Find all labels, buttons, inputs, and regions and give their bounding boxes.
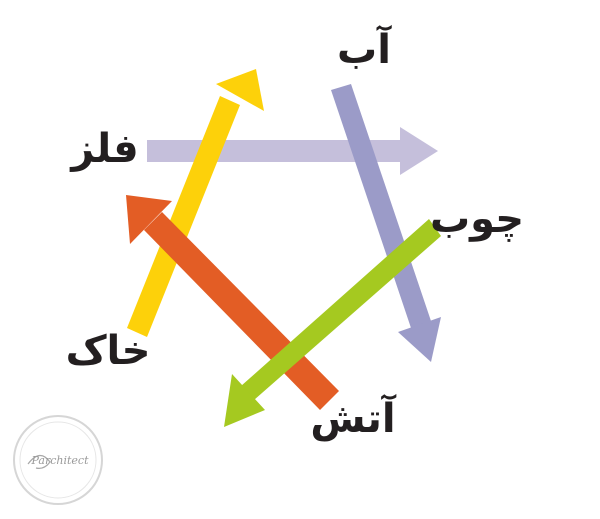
- logo-text: Parchitect: [31, 454, 90, 467]
- wood-arrow: [224, 219, 441, 427]
- water-arrow: [331, 84, 441, 362]
- label-metal: فلز: [69, 126, 138, 172]
- metal-arrow: [147, 127, 438, 175]
- label-wood: چوب: [430, 196, 524, 242]
- watermark-logo-icon: Parchitect: [13, 415, 103, 505]
- label-fire: آتش: [310, 393, 397, 442]
- label-earth: خاک: [66, 328, 151, 374]
- earth-arrow: [127, 69, 264, 337]
- label-water: آب: [337, 24, 392, 73]
